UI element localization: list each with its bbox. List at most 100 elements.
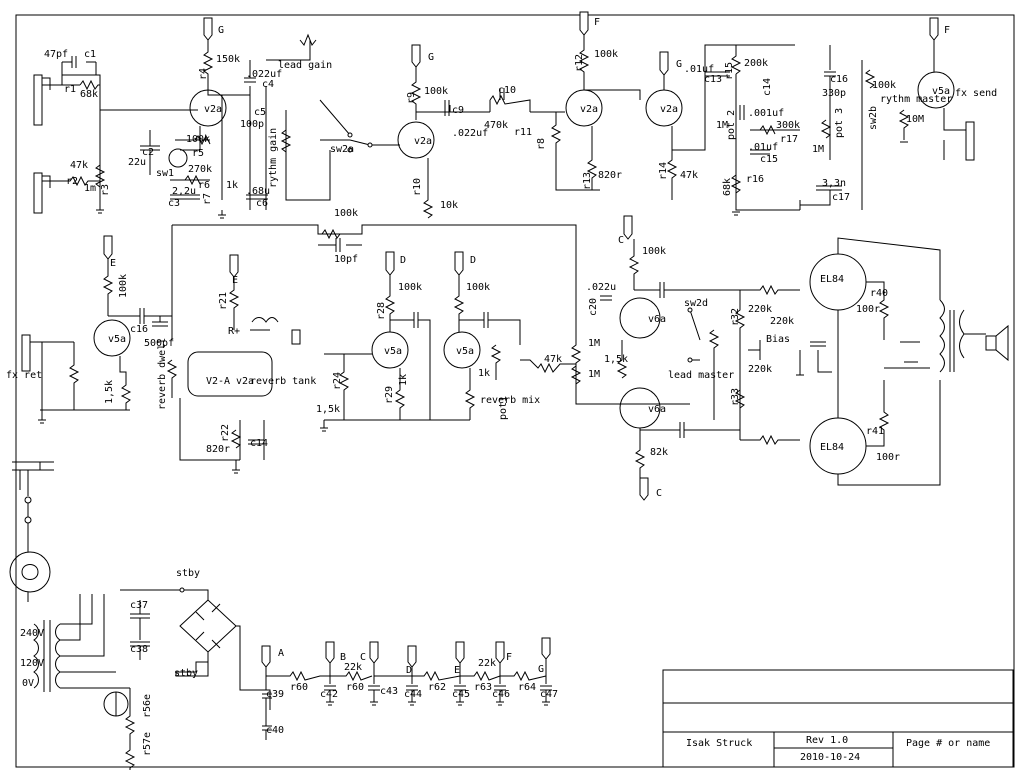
g-label-3: G xyxy=(676,59,682,70)
rail-f-label: F xyxy=(506,652,512,663)
c9-label: c9 xyxy=(452,105,464,116)
c14-b-label: c14 xyxy=(250,438,268,449)
stage-v2a-3: F r12 100k v2a r8 r13 820r xyxy=(536,11,641,191)
c022u-3-label: .022u xyxy=(586,282,616,293)
revision-date: 2010-10-24 xyxy=(800,752,860,763)
phase-inverter: 1M 1M C 100k v6a .022u c20 1,5k v6a 82k … xyxy=(570,215,740,501)
rail-d-label: D xyxy=(406,665,412,676)
c22u-label: 22u xyxy=(128,157,146,168)
c10-label: c10 xyxy=(498,85,516,96)
r28-label: r28 xyxy=(376,302,387,320)
c14-label: c14 xyxy=(762,78,773,96)
v6a-1-label: v6a xyxy=(648,314,666,325)
r21-label: r21 xyxy=(218,292,229,310)
r33-label: r33 xyxy=(730,388,741,406)
r82k-label: 82k xyxy=(650,447,668,458)
lead-master-label: lead master xyxy=(668,370,734,381)
c42-label: c42 xyxy=(320,689,338,700)
v2a-2-label: v2a xyxy=(414,136,432,147)
e-label-1: E xyxy=(110,258,116,269)
sw2d-label: sw2d xyxy=(684,298,708,309)
c16-b-label: c16 xyxy=(130,324,148,335)
r14-label: r14 xyxy=(658,162,669,180)
d-label-2: D xyxy=(470,255,476,266)
pot1-label: pot1 xyxy=(498,396,509,420)
c20-label: c20 xyxy=(588,298,599,316)
r22k-b-label: 22k xyxy=(478,658,496,669)
r47k-c-label: 47k xyxy=(544,354,562,365)
mains-input xyxy=(9,461,54,602)
v5a-1-label: v5a xyxy=(932,86,950,97)
r32-label: r32 xyxy=(730,308,741,326)
r220k-c-label: 220k xyxy=(748,364,772,375)
c68u-label: .68u xyxy=(246,186,270,197)
c5-label: c5 xyxy=(254,107,266,118)
fb-100k-label: 100k xyxy=(334,208,358,219)
r220k-a-label: 220k xyxy=(748,304,772,315)
input-jacks xyxy=(33,74,55,214)
r22k-a-label: 22k xyxy=(344,662,362,673)
fx-return-stage: E 100k v5a c16 fx ret 1,5k xyxy=(6,235,172,424)
c22u-b-label: 2,2u xyxy=(172,186,196,197)
author-name: Isak Struck xyxy=(686,738,752,749)
v2a-4-label: v2a xyxy=(660,104,678,115)
r40-label: r40 xyxy=(870,288,888,299)
r68k-b-label: 68k xyxy=(722,178,733,196)
c1-label: c1 xyxy=(84,49,96,60)
d-label-1: D xyxy=(400,255,406,266)
r15-label: r15 xyxy=(724,62,735,80)
c330p-label: 330p xyxy=(822,88,846,99)
stage-v2a-4: G v2a r14 47k xyxy=(645,44,795,200)
lead-gain-label: lead gain xyxy=(278,60,332,71)
f-label-2: F xyxy=(944,25,950,36)
rythm-master-label: rythm master xyxy=(880,94,952,105)
r100r-a-label: 100r xyxy=(856,304,880,315)
r100r-b-label: 100r xyxy=(876,452,900,463)
r7-label: r7 xyxy=(202,193,213,205)
v5a-2-label: v5a xyxy=(108,334,126,345)
stage-v2a-2: G r9 100k v2a c9 .022uf r10 10k c10 470k… xyxy=(397,44,565,219)
v5a-4-label: v5a xyxy=(456,346,474,357)
r60-a-label: r60 xyxy=(290,682,308,693)
r9-label: r9 xyxy=(406,92,417,104)
c001uf-label: .001uf xyxy=(748,108,784,119)
c01uf-2-label: .01uf xyxy=(748,142,778,153)
r470k-label: 470k xyxy=(484,120,508,131)
c100p-label: 100p xyxy=(240,119,264,130)
sheet-border xyxy=(15,14,1015,768)
c45-label: c45 xyxy=(452,689,470,700)
r100k-e-label: 100k xyxy=(118,274,129,298)
c3-label: c3 xyxy=(168,198,180,209)
r10m-label: 10M xyxy=(906,114,924,125)
c47-label: c47 xyxy=(540,689,558,700)
power-amp: r32 220k 220k Bias 220k r33 EL84 EL84 r4… xyxy=(730,237,1009,486)
r820r-label: 820r xyxy=(598,170,622,181)
revision: Rev 1.0 xyxy=(806,735,848,746)
r17-label: r17 xyxy=(780,134,798,145)
fb-10pf-label: 10pf xyxy=(334,254,358,265)
fx-ret-label: fx ret xyxy=(6,370,42,381)
c-label-2: C xyxy=(656,488,662,499)
r150k-label: 150k xyxy=(216,54,240,65)
r820r-b-label: 820r xyxy=(206,444,230,455)
rectifier-standby: stby c37 c38 stby xyxy=(120,568,271,710)
r60-b-label: r60 xyxy=(346,682,364,693)
v5a-3-label: v5a xyxy=(384,346,402,357)
rail-b-label: B xyxy=(340,652,346,663)
v2a-3-label: v2a xyxy=(580,104,598,115)
r15k-a-label: 1,5k xyxy=(104,380,115,404)
el84-1-label: EL84 xyxy=(820,274,844,285)
r1m-c-label: 1M xyxy=(812,144,824,155)
title-block: Isak Struck Rev 1.0 2010-10-24 Page # or… xyxy=(662,669,1014,768)
sw2a-label: sw2a xyxy=(330,144,354,155)
r6-label: r6 xyxy=(198,180,210,191)
r270k-label: 270k xyxy=(188,164,212,175)
r47k-b-label: 47k xyxy=(680,170,698,181)
rail-g-label: G xyxy=(538,664,544,675)
c16-label: c16 xyxy=(830,74,848,85)
v6a-2-label: v6a xyxy=(648,404,666,415)
c44-label: c44 xyxy=(404,689,422,700)
c40-label: c40 xyxy=(266,725,284,736)
pot2-label: pot 2 xyxy=(726,110,737,140)
r1m-in-label: 1m xyxy=(84,183,96,194)
